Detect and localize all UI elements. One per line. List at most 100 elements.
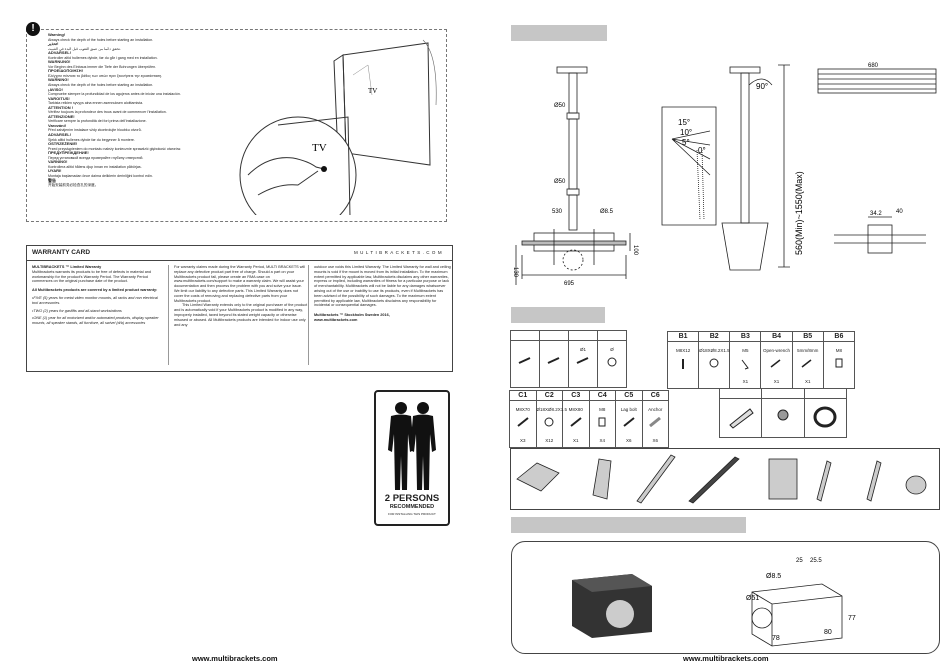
warning-text: Перед установкой всегда проверяйте глуби…: [48, 155, 144, 160]
part-header: B1: [666, 331, 700, 342]
tv-label-small: TV: [368, 87, 377, 95]
warranty-term: •ONE (1) year for all motorized and/or a…: [32, 316, 159, 326]
part-header: B6: [822, 331, 856, 342]
two-persons-badge: 2 PERSONS RECOMMENDED FOR INSTALLING THI…: [374, 390, 450, 526]
part-cell: Ø: [597, 340, 627, 388]
table-a-header: [510, 330, 540, 341]
warning-text: Tarkista reikien syvyys aina ennen asenn…: [48, 101, 144, 106]
bolt-icon: [570, 417, 582, 427]
warranty-heading: MULTIBRACKETS ™ Limited Warranty: [32, 265, 102, 269]
part-spec: M8: [599, 407, 606, 412]
angle-90: 90°: [756, 82, 768, 91]
warning-item: WARNING!Always check the depth of the ho…: [48, 78, 208, 87]
part-spec: Ø1: [579, 347, 586, 352]
part-header: C4: [588, 390, 616, 401]
warning-list: Warning!Always check the depth of the ho…: [48, 32, 208, 188]
wrench-icon: [770, 359, 781, 368]
part-qty: X1: [804, 379, 811, 384]
warning-text: Przed przystąpieniem do montażu należy k…: [48, 146, 182, 151]
washer-icon: [544, 417, 554, 427]
warning-text: Vérifiez toujours la profondeur des trou…: [48, 110, 167, 115]
warning-icon: !: [26, 22, 40, 36]
warning-text: Always check the depth of the holes befo…: [48, 83, 154, 88]
warning-lang: ΠΡΟΕΙΔΟΠΟΙΗΣΗ!: [48, 68, 83, 74]
tv-installation-illustration: TV TV: [239, 39, 437, 215]
warning-lang: 警告: [48, 177, 56, 183]
screw-head-icon: [777, 409, 789, 421]
part-spec: Anchor: [648, 407, 663, 412]
part-spec: M5: [742, 348, 749, 353]
persons-subtitle: RECOMMENDED: [389, 504, 435, 510]
dim-d50: Ø50: [554, 103, 566, 109]
warranty-text: outdoor use voids this Limited Warranty.…: [314, 265, 451, 308]
persons-title: 2 PERSONS: [384, 493, 440, 504]
warning-lang: ATTENTION !: [48, 104, 74, 110]
tv-label-large: TV: [312, 142, 327, 154]
ring-icon: [813, 406, 837, 428]
allen-key-icon: [741, 359, 750, 370]
warning-lang: ПРЕДУПРЕЖДЕНИЕ!: [48, 150, 89, 156]
warranty-title: WARRANTY CARD: [32, 249, 91, 256]
dim-530: 530: [552, 209, 563, 215]
warning-text: Před zahájením instalace vždy zkontroluj…: [48, 128, 142, 133]
warning-item: تحذير!تحقق دائما من عمق الثقوب قبل البدء…: [48, 42, 208, 51]
lag-bolt-icon: [623, 417, 635, 427]
section-bar-dimensions: [511, 25, 607, 41]
part-cell: [803, 398, 848, 438]
part-spec: M8X70: [515, 407, 530, 412]
part-cell: [510, 340, 540, 388]
assembly-box: Ø8.5 Ø51 78 80 77 25 25.5: [511, 541, 940, 654]
part-header: B2: [698, 331, 731, 342]
part-cell: [718, 398, 763, 438]
dim-d85: Ø8.5: [600, 209, 614, 215]
warranty-text: For warranty claims made during the Warr…: [174, 265, 306, 303]
warning-item: ΠΡΟΕΙΔΟΠΟΙΗΣΗ!Ελέγχετε πάντοτε το βάθος …: [48, 69, 208, 78]
dim-34-2: 34.2: [870, 211, 882, 217]
part-cell: [539, 340, 569, 388]
part-qty: X1: [773, 379, 780, 384]
warning-item: ATTENZIONE!Verificare sempre la profondi…: [48, 114, 208, 124]
dimension-drawing: Ø50 Ø50 530 Ø8.5 695 100 130 15° 10° 5° …: [512, 63, 937, 287]
warning-lang: ADVARSEL!: [48, 132, 72, 138]
angle-5: 5°: [682, 138, 690, 147]
bolt-icon: [682, 359, 685, 369]
part-header: C2: [535, 390, 563, 401]
warning-lang: ¡AVISO!: [48, 86, 63, 92]
warning-text: Kontroller altid hullernes dybde, før du…: [48, 55, 158, 60]
part-qty: X6: [625, 438, 632, 443]
part-spec: 5mm/8mm: [797, 348, 819, 353]
warranty-brand: MULTIBRACKETS.COM: [354, 250, 444, 255]
warranty-card: WARRANTY CARD MULTIBRACKETS.COM MULTIBRA…: [26, 245, 453, 372]
warranty-term: •FIVE (5) years for metal video monitor …: [32, 295, 158, 305]
assy-25-5: 25.5: [810, 558, 822, 564]
persons-note: FOR INSTALLING THIS PRODUCT: [388, 512, 436, 516]
warranty-column-3: outdoor use voids this Limited Warranty.…: [308, 265, 451, 365]
two-persons-icon: [388, 402, 436, 490]
dim-d50b: Ø50: [554, 179, 566, 185]
warning-item: 警告开始安装前务必检查孔的深度。: [48, 177, 208, 188]
warning-text: Verificare sempre la profondità dei fori…: [48, 119, 147, 124]
part-header: C3: [562, 390, 590, 401]
part-header: B4: [760, 331, 793, 342]
warning-text: Kontrollera alltid hålens djup innan en …: [48, 164, 142, 169]
warning-item: ADVARSEL!Sjekk alltid hullenes dybde før…: [48, 132, 208, 142]
warning-lang: ADVARSEL!: [48, 50, 72, 56]
washer-icon: [607, 357, 617, 367]
warning-lang: UYARI!: [48, 168, 62, 174]
part-cell: [761, 398, 805, 438]
warning-item: VARNING!Kontrollera alltid hålens djup i…: [48, 160, 208, 169]
assy-77: 77: [848, 615, 856, 622]
warranty-subheading: All Multibrackets products are covered b…: [32, 288, 158, 293]
part-qty: X1: [742, 379, 749, 384]
dim-40: 40: [896, 209, 903, 215]
warning-item: Warning!Always check the depth of the ho…: [48, 32, 208, 42]
part-header: C6: [641, 390, 669, 401]
warning-item: OSTRZEŻENIE!Przed przystąpieniem do mont…: [48, 142, 208, 151]
warning-lang: VARNING!: [48, 159, 68, 165]
